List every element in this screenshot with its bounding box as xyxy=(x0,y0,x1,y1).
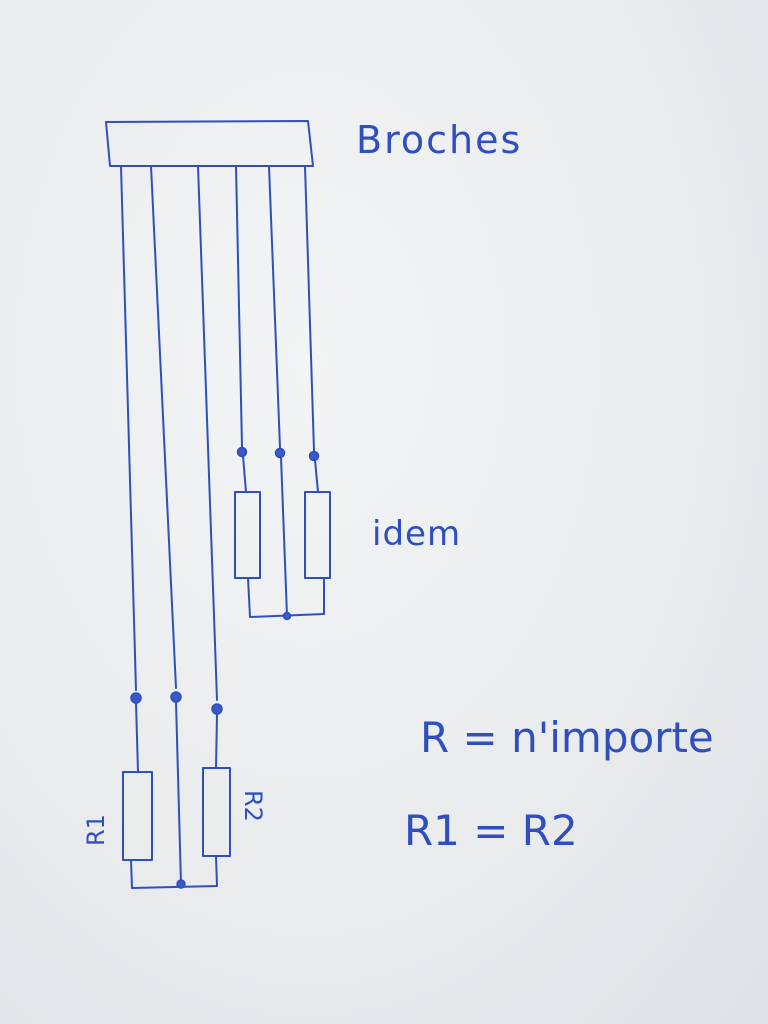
resistor-upper-left xyxy=(234,491,261,579)
terminal-dot xyxy=(130,692,142,704)
pin-wire-2 xyxy=(150,165,177,689)
lower-divider-circuit xyxy=(122,691,231,889)
upper-divider-circuit xyxy=(234,446,331,621)
resistor-r2-label: R2 xyxy=(239,790,267,822)
rule-r-label: R = n'importe xyxy=(420,713,714,762)
terminal-dot xyxy=(211,703,223,715)
rule-equality-label: R1 = R2 xyxy=(404,806,578,855)
junction-dot xyxy=(176,879,186,889)
connector-header-block xyxy=(105,120,314,167)
resistor-r1-label: R1 xyxy=(82,814,110,846)
pin-wire-6 xyxy=(304,165,315,452)
resistor-r1 xyxy=(122,771,153,861)
terminal-dot xyxy=(274,447,286,459)
resistor-upper-right xyxy=(304,491,331,579)
junction-dot xyxy=(282,611,292,621)
pin-wire-5 xyxy=(268,165,281,449)
terminal-dot xyxy=(308,450,320,462)
resistor-r2 xyxy=(202,767,231,857)
pin-wire-3 xyxy=(197,165,218,701)
pin-wire-1 xyxy=(120,165,137,691)
pin-wire-4 xyxy=(235,165,243,448)
header-label: Broches xyxy=(356,118,522,162)
upper-group-label: idem xyxy=(372,514,461,554)
terminal-dot xyxy=(236,446,248,458)
terminal-dot xyxy=(170,691,182,703)
